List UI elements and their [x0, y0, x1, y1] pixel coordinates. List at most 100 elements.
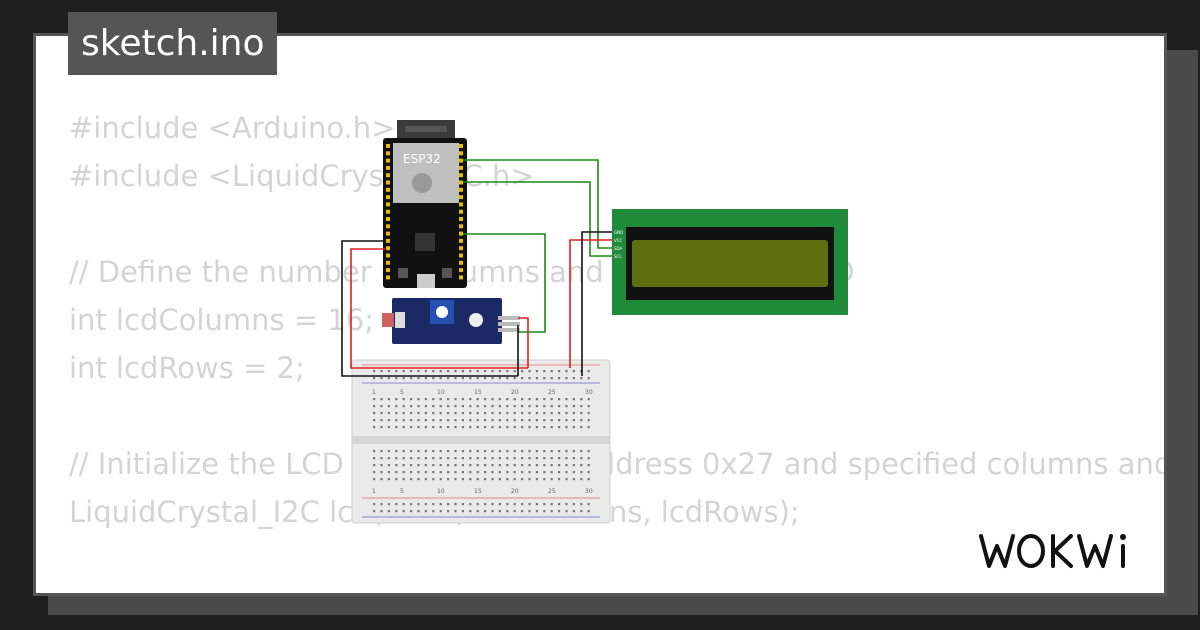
bb-hole	[417, 412, 420, 415]
esp32-pin	[386, 209, 390, 214]
bb-hole	[424, 370, 427, 373]
bb-hole	[491, 478, 494, 481]
bb-hole	[410, 412, 413, 415]
bb-hole	[498, 419, 501, 422]
bb-hole	[521, 412, 524, 415]
esp32-pin	[459, 209, 463, 214]
bb-hole	[587, 450, 590, 453]
bb-num: 30	[585, 389, 593, 396]
lcd-pin-sda: SDA	[614, 246, 623, 251]
bb-hole	[439, 503, 442, 506]
bb-hole	[410, 426, 413, 429]
bb-hole	[521, 471, 524, 474]
bb-hole	[535, 370, 538, 373]
bb-hole	[550, 405, 553, 408]
bb-hole	[572, 503, 575, 506]
bb-hole	[454, 457, 457, 460]
bb-hole	[587, 377, 590, 380]
bb-hole	[528, 412, 531, 415]
bb-hole	[513, 398, 516, 401]
bb-hole	[565, 457, 568, 460]
bb-hole	[558, 503, 561, 506]
bb-hole	[461, 503, 464, 506]
bb-hole	[461, 471, 464, 474]
bb-hole	[572, 457, 575, 460]
bb-hole	[506, 450, 509, 453]
bb-hole	[424, 503, 427, 506]
wire-ldr-out	[463, 233, 546, 333]
bb-hole	[469, 426, 472, 429]
bb-hole	[387, 464, 390, 467]
bb-hole	[476, 370, 479, 373]
bb-hole	[454, 405, 457, 408]
bb-hole	[506, 471, 509, 474]
breadboard[interactable]: 1 5 10 15 20 25 30 1 5 10 15 20 25 30	[351, 359, 611, 524]
bb-hole	[424, 478, 427, 481]
bb-hole	[469, 398, 472, 401]
bb-hole	[484, 419, 487, 422]
bb-hole	[454, 426, 457, 429]
bb-hole	[572, 464, 575, 467]
bb-hole	[461, 405, 464, 408]
bb-hole	[491, 510, 494, 513]
bb-hole	[395, 405, 398, 408]
bb-hole	[424, 398, 427, 401]
bb-hole	[469, 478, 472, 481]
bb-hole	[498, 450, 501, 453]
bb-hole	[513, 510, 516, 513]
bb-hole	[402, 471, 405, 474]
esp32-pin	[386, 217, 390, 221]
bb-hole	[373, 405, 376, 408]
bb-hole	[558, 377, 561, 380]
file-tab[interactable]: sketch.ino	[68, 12, 278, 75]
bb-hole	[543, 503, 546, 506]
bb-hole	[476, 450, 479, 453]
bb-hole	[528, 471, 531, 474]
wires	[341, 159, 612, 377]
bb-hole	[565, 464, 568, 467]
wire-gnd	[341, 240, 518, 377]
bb-hole	[543, 377, 546, 380]
bb-num: 30	[585, 488, 593, 495]
bb-hole	[402, 419, 405, 422]
bb-hole	[476, 412, 479, 415]
esp32-pin	[459, 151, 463, 156]
wire-ldr-vcc	[518, 317, 529, 368]
ldr-sensor-module[interactable]	[382, 298, 520, 344]
bb-hole	[380, 377, 383, 380]
bb-hole	[469, 405, 472, 408]
bb-hole	[580, 478, 583, 481]
bb-hole	[498, 398, 501, 401]
bb-hole	[387, 426, 390, 429]
bb-hole	[550, 464, 553, 467]
bb-hole	[380, 471, 383, 474]
wire-scl	[463, 181, 612, 257]
bb-hole	[565, 412, 568, 415]
bb-num: 20	[511, 488, 519, 495]
esp32-pin	[386, 260, 390, 265]
wokwi-logo	[979, 534, 1126, 568]
bb-hole	[498, 370, 501, 373]
bb-hole	[454, 377, 457, 380]
esp32-board[interactable]: ESP32	[383, 120, 467, 288]
bb-hole	[447, 398, 450, 401]
esp32-pin	[459, 173, 463, 178]
bb-hole	[543, 398, 546, 401]
bb-hole	[535, 503, 538, 506]
bb-hole	[572, 419, 575, 422]
esp32-pin	[459, 253, 463, 258]
bb-hole	[387, 412, 390, 415]
bb-hole	[469, 412, 472, 415]
bb-hole	[387, 503, 390, 506]
bb-hole	[447, 412, 450, 415]
bb-hole	[521, 450, 524, 453]
bb-hole	[447, 478, 450, 481]
bb-hole	[410, 510, 413, 513]
bb-hole	[439, 370, 442, 373]
bb-hole	[461, 464, 464, 467]
bb-hole	[528, 419, 531, 422]
bb-hole	[454, 503, 457, 506]
lcd-display[interactable]: GND VCC SDA SCL	[612, 209, 848, 315]
bb-hole	[491, 450, 494, 453]
